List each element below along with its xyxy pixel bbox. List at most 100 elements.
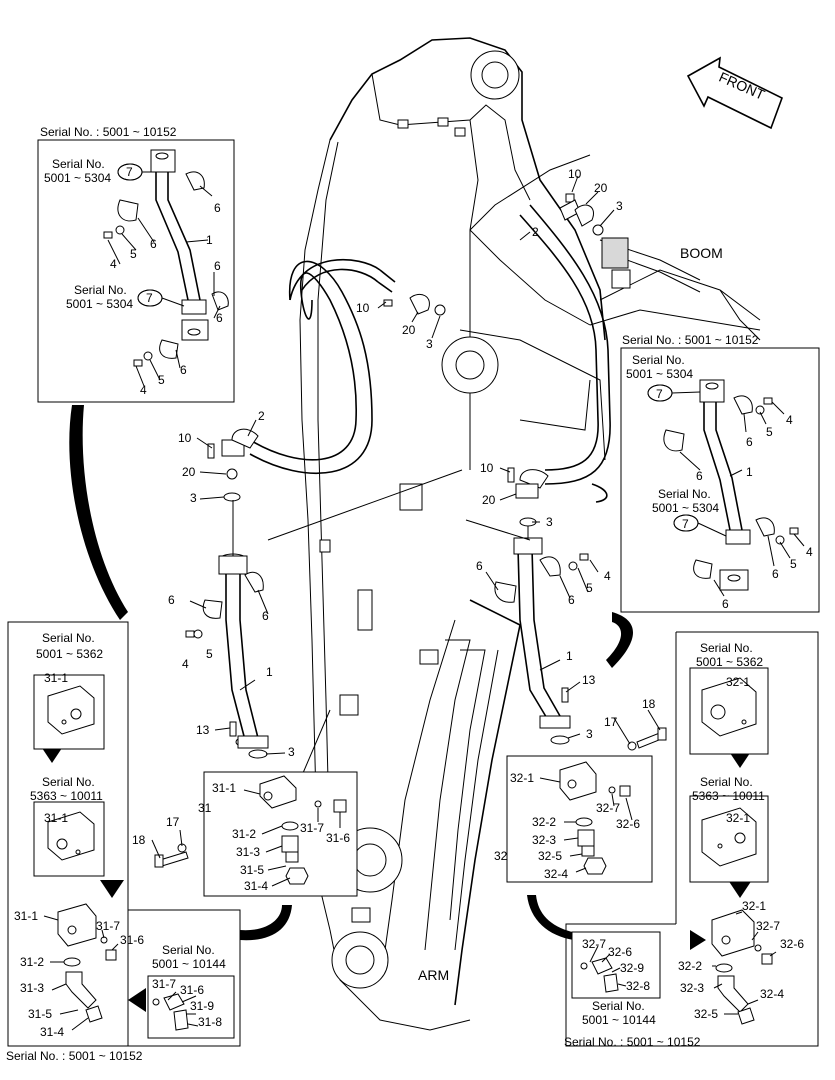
clamp-6-a: [244, 571, 264, 593]
serial-no-label: Serial No.: [592, 999, 645, 1013]
top-fittings: [383, 193, 604, 316]
callout-31-1: 31-1: [44, 671, 68, 685]
callout-6: 6: [150, 237, 157, 251]
callout-7-circle: [137, 289, 163, 307]
callout-10: 10: [356, 301, 370, 315]
serial-range-label: 5363 ~ 10011: [30, 789, 103, 803]
callout-31-3: 31-3: [20, 981, 44, 995]
callout-31-6: 31-6: [120, 933, 144, 947]
serial-no-label: Serial No.: [632, 353, 685, 367]
callout-31-2: 31-2: [20, 955, 44, 969]
callout-3: 3: [616, 199, 623, 213]
callout-31-6: 31-6: [326, 831, 350, 845]
callout-2: 2: [258, 409, 265, 423]
callout-5: 5: [586, 581, 593, 595]
callout-32-6: 32-6: [616, 817, 640, 831]
callout-32-4: 32-4: [544, 867, 568, 881]
serial-range-label: 5001 ~ 5304: [44, 171, 111, 185]
callout-5: 5: [790, 557, 797, 571]
serial-footer-right: Serial No. : 5001 ~ 10152: [564, 1035, 701, 1049]
callout-31-7: 31-7: [300, 821, 324, 835]
detail-box-32: [506, 755, 653, 883]
serial-range-label: 5001 ~ 5304: [626, 367, 693, 381]
callout-6: 6: [214, 201, 221, 215]
callout-6: 6: [696, 469, 703, 483]
bolt-18-left: [154, 843, 189, 868]
serial-no-label: Serial No.: [700, 641, 753, 655]
boom-structure: [299, 37, 761, 931]
callout-6: 6: [746, 435, 753, 449]
bolt-18-right: [627, 727, 667, 751]
arm-label: ARM: [418, 967, 449, 983]
callout-6: 6: [772, 567, 779, 581]
callout-20: 20: [402, 323, 416, 337]
callout-10: 10: [178, 431, 192, 445]
detail-box-31: [203, 771, 358, 897]
callout-6: 6: [568, 593, 575, 607]
callout-32: 32: [494, 849, 508, 863]
callout-17: 17: [166, 815, 180, 829]
callout-2: 2: [532, 225, 539, 239]
callout-31-2: 31-2: [232, 827, 256, 841]
serial-range-label: 5001 ~ 10144: [582, 1013, 656, 1027]
callout-6: 6: [214, 259, 221, 273]
callout-31-7: 31-7: [152, 977, 176, 991]
callout-4: 4: [182, 657, 189, 671]
callout-32-1: 32-1: [742, 899, 766, 913]
serial-no-label: Serial No.: [42, 775, 95, 789]
callout-32-7: 32-7: [582, 937, 606, 951]
callout-3: 3: [190, 491, 197, 505]
callout-20: 20: [594, 181, 608, 195]
callout-6: 6: [722, 597, 729, 611]
callout-20: 20: [182, 465, 196, 479]
callout-31-9: 31-9: [190, 999, 214, 1013]
serial-range-label: 5001 ~ 5304: [66, 297, 133, 311]
hose-2: [249, 258, 396, 474]
callout-31: 31: [198, 801, 212, 815]
callout-5: 5: [130, 247, 137, 261]
pipe-1-left-assembly: [185, 428, 269, 759]
callout-3: 3: [586, 727, 593, 741]
detail-box-top-right: [620, 347, 820, 613]
serial-range-label: 5001 ~ 5304: [652, 501, 719, 515]
panel-bottom-left: [7, 621, 241, 1047]
pipe-1-right-bottom-flange: [539, 715, 571, 729]
callout-31-8: 31-8: [198, 1015, 222, 1029]
callout-32-8: 32-8: [626, 979, 650, 993]
callout-31-3: 31-3: [236, 845, 260, 859]
boom-label: BOOM: [680, 245, 723, 261]
callout-32-1: 32-1: [510, 771, 534, 785]
detail-box-top-left: [37, 139, 235, 403]
callout-4: 4: [806, 545, 813, 559]
serial-no-label: Serial No.: [700, 775, 753, 789]
callout-7: 7: [682, 517, 689, 531]
callout-5: 5: [766, 425, 773, 439]
callout-10: 10: [568, 167, 582, 181]
hose-2-right: [519, 204, 611, 503]
pipe-1-bottom-flange: [237, 735, 269, 749]
callout-32-5: 32-5: [694, 1007, 718, 1021]
callout-31-1: 31-1: [44, 811, 68, 825]
callout-13: 13: [582, 673, 596, 687]
callout-31-4: 31-4: [40, 1025, 64, 1039]
pipe-1-right-assembly: [494, 467, 589, 745]
callout-13: 13: [196, 723, 210, 737]
callout-32-3: 32-3: [532, 833, 556, 847]
callout-32-7: 32-7: [596, 801, 620, 815]
callout-6: 6: [476, 559, 483, 573]
callout-32-6: 32-6: [608, 945, 632, 959]
front-label: FRONT: [717, 69, 768, 103]
callout-3: 3: [546, 515, 553, 529]
callout-4: 4: [140, 383, 147, 397]
callout-31-5: 31-5: [28, 1007, 52, 1021]
callout-1: 1: [746, 465, 753, 479]
callout-4: 4: [604, 569, 611, 583]
callout-32-6: 32-6: [780, 937, 804, 951]
callout-31-5: 31-5: [240, 863, 264, 877]
callout-31-1: 31-1: [212, 781, 236, 795]
callout-3: 3: [426, 337, 433, 351]
serial-range-label: 5001 ~ 5362: [696, 655, 763, 669]
callout-5: 5: [158, 373, 165, 387]
serial-header-top-right: Serial No. : 5001 ~ 10152: [622, 333, 759, 347]
serial-footer-left: Serial No. : 5001 ~ 10152: [6, 1049, 143, 1063]
